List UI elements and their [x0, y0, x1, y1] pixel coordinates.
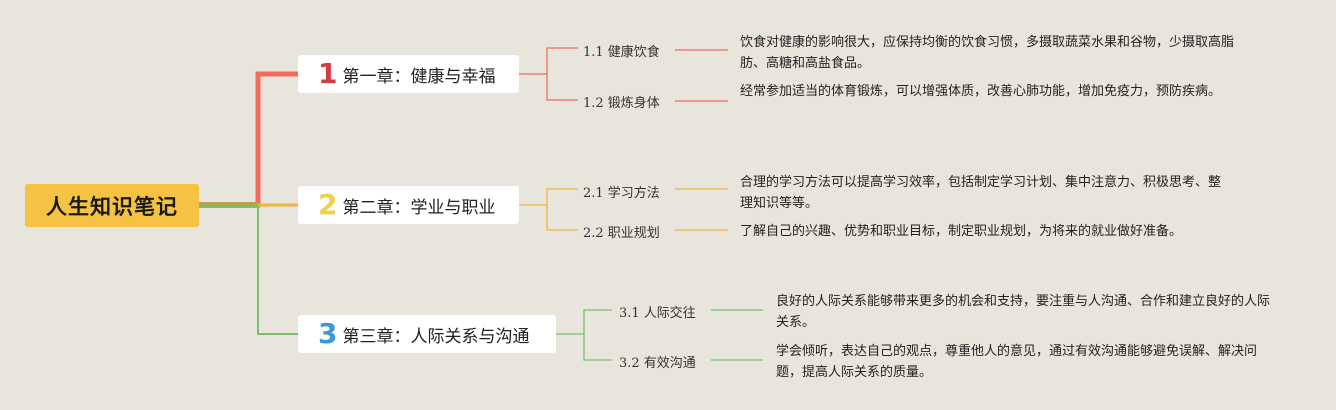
section-desc-3-2: 学会倾听，表达自己的观点，尊重他人的意见，通过有效沟通能够避免误解、解决问题，提…: [776, 344, 1258, 380]
chapter-number-3: 3: [318, 317, 338, 350]
section-desc-1-1: 饮食对健康的影响很大，应保持均衡的饮食习惯，多摄取蔬菜水果和谷物，少摄取高脂肪、…: [740, 35, 1235, 71]
section-desc-3-1: 良好的人际关系能够带来更多的机会和支持，要注重与人沟通、合作和建立良好的人际关系…: [776, 294, 1271, 330]
connector-root-chapter3: [199, 206, 298, 335]
chapter-node-1[interactable]: 1 第一章：健康与幸福: [298, 55, 519, 93]
connector-ch1-sections: [519, 47, 578, 101]
chapter-title-2: 第二章：学业与职业: [342, 197, 496, 218]
section-node-3-2[interactable]: 3.2 有效沟通: [619, 356, 696, 371]
section-desc-1-2: 经常参加适当的体育锻炼，可以增强体质，改善心肺功能，增加免疫力，预防疾病。: [740, 84, 1222, 99]
connector-root-chapter1: [199, 71, 298, 208]
chapter-node-3[interactable]: 3 第三章：人际关系与沟通: [298, 315, 556, 353]
chapter-title-1: 第一章：健康与幸福: [342, 66, 496, 87]
section-node-1-2[interactable]: 1.2 锻炼身体: [583, 96, 660, 111]
section-node-1-1[interactable]: 1.1 健康饮食: [583, 45, 660, 60]
section-node-3-1[interactable]: 3.1 人际交往: [619, 306, 696, 321]
chapter-number-1: 1: [318, 57, 338, 90]
root-title: 人生知识笔记: [46, 194, 178, 219]
root-node[interactable]: 人生知识笔记: [25, 184, 199, 227]
chapter-node-2[interactable]: 2 第二章：学业与职业: [298, 186, 519, 224]
chapter-title-3: 第三章：人际关系与沟通: [342, 326, 530, 347]
section-node-2-2[interactable]: 2.2 职业规划: [583, 226, 660, 241]
section-desc-2-2: 了解自己的兴趣、优势和职业目标，制定职业规划，为将来的就业做好准备。: [740, 224, 1183, 239]
section-desc-2-1: 合理的学习方法可以提高学习效率，包括制定学习计划、集中注意力、积极思考、整理知识…: [740, 175, 1222, 211]
section-node-2-1[interactable]: 2.1 学习方法: [583, 186, 660, 201]
chapter-number-2: 2: [318, 188, 338, 221]
connector-ch2-sections: [519, 188, 578, 231]
connector-ch3-sections: [556, 309, 612, 361]
